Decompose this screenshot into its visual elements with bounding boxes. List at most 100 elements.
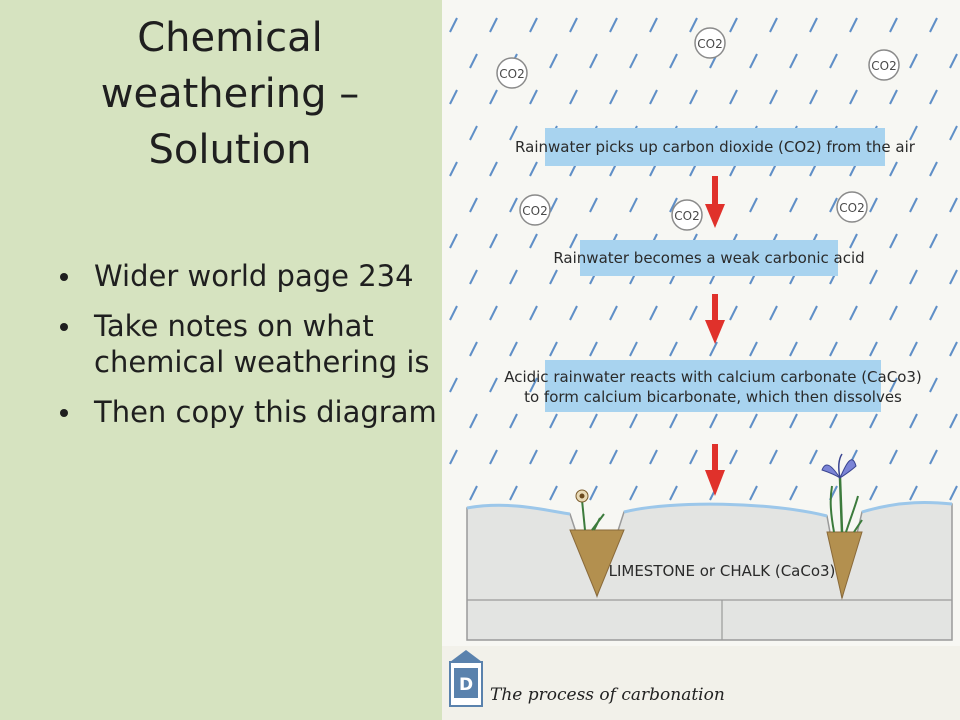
- rain-streak: [769, 449, 778, 465]
- carbonation-diagram: CO2 CO2 CO2 CO2 CO2 CO2: [442, 0, 960, 720]
- rain-streak: [949, 269, 958, 285]
- rain-streak: [629, 413, 638, 429]
- rain-streak: [489, 377, 498, 393]
- rain-streak: [909, 53, 918, 69]
- rain-streak: [629, 197, 638, 213]
- rain-streak: [549, 269, 558, 285]
- rain-streak: [949, 485, 958, 501]
- slide-title: Chemical weathering – Solution: [20, 10, 440, 178]
- rain-streak: [749, 53, 758, 69]
- rain-streak: [569, 305, 578, 321]
- soil-pocket: [826, 531, 863, 600]
- rain-streak: [489, 89, 498, 105]
- rain-streak: [489, 233, 498, 249]
- rain-streak: [689, 449, 698, 465]
- rain-streak: [729, 305, 738, 321]
- rain-streak: [449, 449, 458, 465]
- rain-streak: [469, 341, 478, 357]
- rain-streak: [669, 485, 678, 501]
- rain-streak: [589, 197, 598, 213]
- rain-streak: [449, 305, 458, 321]
- title-line-3: Solution: [148, 127, 312, 173]
- rain-streak: [929, 17, 938, 33]
- rain-streak: [849, 305, 858, 321]
- co2-bubble: CO2: [519, 194, 551, 226]
- svg-text:CO2: CO2: [674, 209, 699, 223]
- rain-streak: [769, 17, 778, 33]
- bullet-item: Wider world page 234: [60, 258, 440, 294]
- rain-streak: [929, 89, 938, 105]
- rain-streak: [749, 413, 758, 429]
- rain-streak: [509, 485, 518, 501]
- rain-streak: [909, 197, 918, 213]
- rain-streak: [569, 233, 578, 249]
- rain-streak: [509, 413, 518, 429]
- step-box-2: Rainwater becomes a weak carbonic acid: [553, 240, 865, 276]
- rain-streak: [829, 413, 838, 429]
- rain-streak: [589, 53, 598, 69]
- co2-bubble: CO2: [868, 49, 900, 81]
- rain-streak: [449, 377, 458, 393]
- svg-text:CO2: CO2: [871, 59, 896, 73]
- step-3-text-line-2: to form calcium bicarbonate, which then …: [524, 388, 902, 406]
- rain-streak: [489, 305, 498, 321]
- svg-text:CO2: CO2: [499, 67, 524, 81]
- svg-text:CO2: CO2: [697, 37, 722, 51]
- co2-bubble: CO2: [836, 191, 868, 223]
- rain-streak: [829, 53, 838, 69]
- rain-streak: [549, 485, 558, 501]
- rain-streak: [729, 17, 738, 33]
- carbonation-diagram-svg: CO2 CO2 CO2 CO2 CO2 CO2: [442, 17, 960, 720]
- rain-streak: [689, 305, 698, 321]
- rain-streak: [649, 17, 658, 33]
- rain-streak: [509, 341, 518, 357]
- rain-streak: [649, 449, 658, 465]
- rain-streak: [609, 305, 618, 321]
- bullet-item: Then copy this diagram: [60, 394, 440, 430]
- rain-streak: [949, 125, 958, 141]
- rain-streak: [909, 125, 918, 141]
- rain-streak: [809, 17, 818, 33]
- rain-streak: [889, 17, 898, 33]
- rain-streak: [869, 197, 878, 213]
- rain-streak: [949, 53, 958, 69]
- rain-streak: [949, 413, 958, 429]
- arrow-down-icon: [705, 444, 725, 496]
- rain-streak: [889, 449, 898, 465]
- rain-streak: [729, 89, 738, 105]
- rain-streak: [929, 377, 938, 393]
- rain-streak: [469, 485, 478, 501]
- rain-streak: [929, 305, 938, 321]
- rain-streak: [649, 89, 658, 105]
- rain-streak: [809, 89, 818, 105]
- caption-text: The process of carbonation: [490, 685, 725, 705]
- step-2-text: Rainwater becomes a weak carbonic acid: [553, 249, 864, 267]
- rain-streak: [789, 485, 798, 501]
- rain-streak: [469, 413, 478, 429]
- arrow-down-icon: [705, 176, 725, 228]
- rain-streak: [749, 485, 758, 501]
- soil-pocket: [569, 529, 625, 598]
- rain-streak: [929, 233, 938, 249]
- rain-streak: [549, 53, 558, 69]
- rain-streak: [849, 233, 858, 249]
- title-line-1: Chemical: [137, 15, 323, 61]
- rain-streak: [869, 269, 878, 285]
- rain-streak: [549, 197, 558, 213]
- step-box-1: Rainwater picks up carbon dioxide (CO2) …: [515, 128, 916, 166]
- rain-streak: [529, 449, 538, 465]
- text-panel: Chemical weathering – Solution Wider wor…: [0, 0, 442, 720]
- bullet-list: Wider world page 234 Take notes on what …: [60, 258, 440, 444]
- rain-streak: [549, 341, 558, 357]
- rain-streak: [849, 89, 858, 105]
- rain-streak: [789, 197, 798, 213]
- rain-streak: [889, 161, 898, 177]
- rain-streak: [909, 413, 918, 429]
- bullet-item: Take notes on what chemical weathering i…: [60, 308, 440, 380]
- rain-streak: [569, 449, 578, 465]
- rain-streak: [549, 413, 558, 429]
- rain-streak: [469, 269, 478, 285]
- rain-streak: [529, 17, 538, 33]
- rain-streak: [509, 197, 518, 213]
